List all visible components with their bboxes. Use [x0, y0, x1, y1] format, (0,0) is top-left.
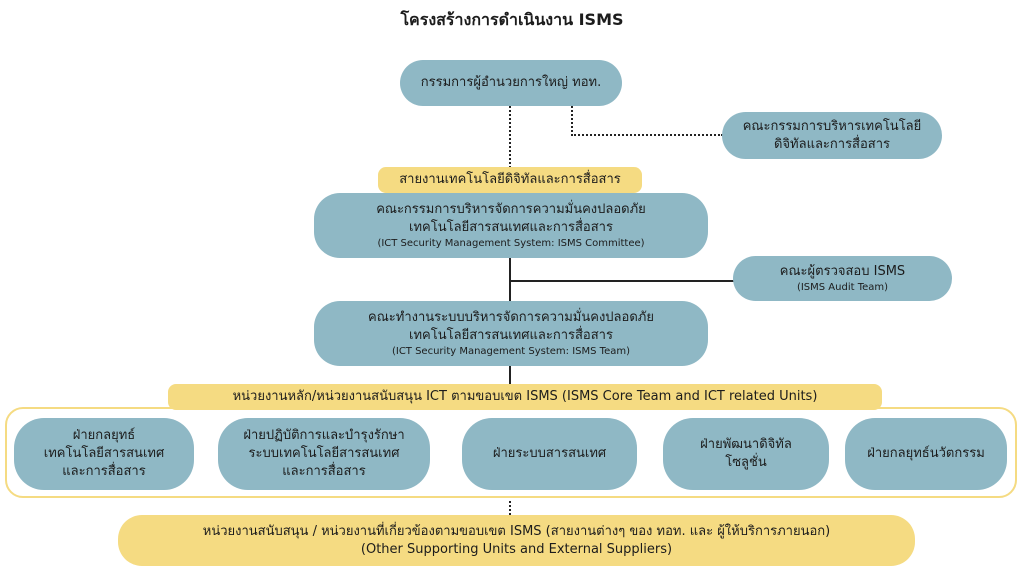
dotted-connector: [509, 501, 511, 515]
node-line: ฝ่ายปฏิบัติการและบำรุงรักษา: [243, 428, 405, 443]
node-line: ฝ่ายกลยุทธ์นวัตกรรม: [867, 446, 985, 461]
dotted-connector: [509, 106, 511, 168]
node-line: ฝ่ายระบบสารสนเทศ: [492, 446, 607, 461]
node-line: และการสื่อสาร: [62, 464, 146, 479]
node-line: โซลูชั่น: [725, 455, 767, 470]
node-subtitle: (ISMS Audit Team): [796, 282, 889, 293]
node-line: เทคโนโลยีสารสนเทศ: [43, 446, 165, 461]
node-line: คณะกรรมการบริหารจัดการความมั่นคงปลอดภัย: [376, 202, 646, 217]
node-subtitle: (ICT Security Management System: ISMS Co…: [377, 238, 645, 249]
node-subtitle: (ICT Security Management System: ISMS Te…: [391, 346, 631, 357]
node-line: เทคโนโลยีสารสนเทศและการสื่อสาร: [409, 220, 613, 235]
isms-team-node: คณะทำงานระบบบริหารจัดการความมั่นคงปลอดภั…: [314, 301, 708, 366]
node-line: ดิจิทัลและการสื่อสาร: [773, 136, 891, 152]
director-label: กรรมการผู้อำนวยการใหญ่ ทอท.: [420, 75, 602, 90]
connector-line: [509, 280, 734, 282]
dotted-connector: [571, 134, 723, 136]
node-line: หน่วยงานสนับสนุน / หน่วยงานที่เกี่ยวข้อง…: [202, 523, 831, 539]
digital-line-label: สายงานเทคโนโลยีดิจิทัลและการสื่อสาร: [378, 167, 642, 193]
node-line: เทคโนโลยีสารสนเทศและการสื่อสาร: [409, 328, 613, 343]
isms-committee-node: คณะกรรมการบริหารจัดการความมั่นคงปลอดภัย …: [314, 193, 708, 258]
unit-node: ฝ่ายกลยุทธ์ เทคโนโลยีสารสนเทศ และการสื่อ…: [14, 418, 194, 490]
unit-node: ฝ่ายระบบสารสนเทศ: [462, 418, 637, 490]
director-node: กรรมการผู้อำนวยการใหญ่ ทอท.: [400, 60, 622, 106]
node-line: ระบบเทคโนโลยีสารสนเทศ: [248, 446, 400, 461]
node-line: คณะทำงานระบบบริหารจัดการความมั่นคงปลอดภั…: [368, 310, 654, 325]
connector-line: [509, 366, 511, 384]
supporting-units-node: หน่วยงานสนับสนุน / หน่วยงานที่เกี่ยวข้อง…: [118, 515, 915, 566]
label-text: สายงานเทคโนโลยีดิจิทัลและการสื่อสาร: [399, 172, 621, 187]
node-line: ฝ่ายพัฒนาดิจิทัล: [700, 437, 792, 452]
unit-node: ฝ่ายกลยุทธ์นวัตกรรม: [845, 418, 1007, 490]
digital-committee-node: คณะกรรมการบริหารเทคโนโลยี ดิจิทัลและการส…: [722, 112, 942, 159]
unit-node: ฝ่ายปฏิบัติการและบำรุงรักษา ระบบเทคโนโลย…: [218, 418, 430, 490]
dotted-connector: [571, 106, 573, 136]
chart-title: โครงสร้างการดำเนินงาน ISMS: [400, 10, 624, 29]
node-line: คณะผู้ตรวจสอบ ISMS: [779, 264, 906, 279]
node-line: (Other Supporting Units and External Sup…: [360, 541, 673, 557]
unit-node: ฝ่ายพัฒนาดิจิทัล โซลูชั่น: [663, 418, 829, 490]
node-line: ฝ่ายกลยุทธ์: [72, 428, 136, 443]
node-line: คณะกรรมการบริหารเทคโนโลยี: [742, 118, 922, 134]
core-team-label: หน่วยงานหลัก/หน่วยงานสนับสนุน ICT ตามขอบ…: [168, 384, 882, 410]
audit-team-node: คณะผู้ตรวจสอบ ISMS (ISMS Audit Team): [733, 256, 952, 301]
node-line: และการสื่อสาร: [282, 464, 366, 479]
label-text: หน่วยงานหลัก/หน่วยงานสนับสนุน ICT ตามขอบ…: [232, 389, 818, 404]
